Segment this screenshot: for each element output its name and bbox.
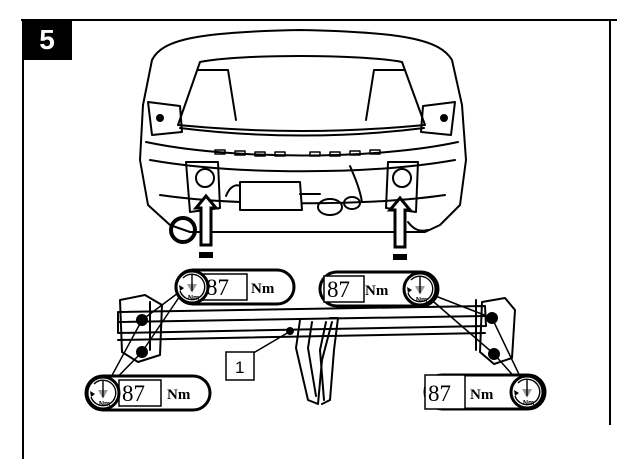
torque-label-top-right: Nm 87 Nm	[318, 270, 440, 308]
torque-wrench-unit: Nm	[416, 297, 427, 304]
torque-unit: Nm	[365, 283, 389, 299]
car-rear-illustration	[139, 29, 467, 244]
torque-wrench-unit: Nm	[523, 400, 534, 407]
torque-wrench-unit: Nm	[99, 401, 110, 408]
mounting-arrow-left	[192, 193, 220, 258]
torque-label-top-left: Nm 87 Nm	[174, 268, 296, 306]
torque-wrench-icon: Nm	[85, 375, 121, 411]
step-number-badge: 5	[22, 20, 72, 60]
torque-value: 87	[327, 277, 350, 302]
torque-value: 87	[428, 381, 451, 406]
torque-wrench-unit: Nm	[188, 295, 199, 302]
torque-label-bottom-right: Nm 87 Nm	[423, 373, 547, 411]
mounting-arrow-right	[386, 195, 414, 260]
torque-wrench-icon: Nm	[402, 271, 438, 307]
torque-value: 87	[206, 275, 229, 300]
torque-unit: Nm	[470, 387, 494, 403]
part-callout: 1	[225, 351, 255, 381]
torque-value: 87	[122, 381, 145, 406]
part-number: 1	[235, 358, 244, 377]
torque-wrench-icon: Nm	[174, 269, 210, 305]
torque-unit: Nm	[167, 387, 191, 403]
torque-wrench-icon: Nm	[509, 374, 545, 410]
torque-label-bottom-left: Nm 87 Nm	[84, 374, 212, 412]
torque-unit: Nm	[251, 281, 275, 297]
page-border	[21, 19, 617, 459]
